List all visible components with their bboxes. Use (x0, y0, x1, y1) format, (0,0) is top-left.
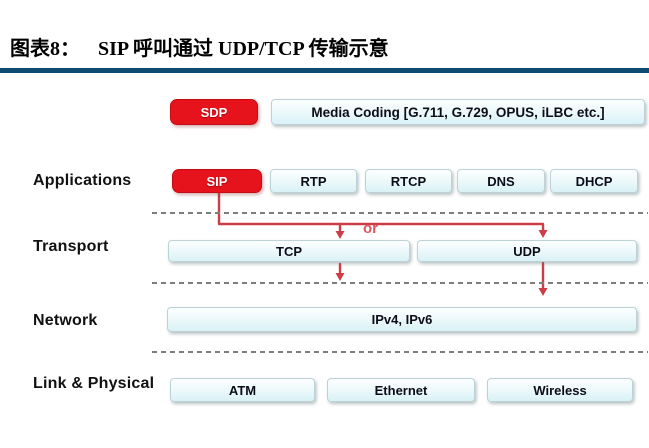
sdp-box: SDP (170, 99, 258, 125)
row-label-applications: Applications (33, 172, 132, 189)
dns-box: DNS (457, 169, 545, 193)
atm-box: ATM (170, 378, 315, 402)
figure-title-text: SIP 呼叫通过 UDP/TCP 传输示意 (98, 38, 389, 60)
figure-number: 图表8： (10, 38, 80, 60)
ethernet-box: Ethernet (327, 378, 475, 402)
udp-box: UDP (417, 240, 637, 262)
layer-divider-1 (152, 212, 648, 214)
row-label-transport: Transport (33, 238, 109, 255)
figure-caption: 图表8： SIP 呼叫通过 UDP/TCP 传输示意 (10, 32, 389, 61)
sip-box: SIP (172, 169, 262, 193)
row-label-link-physical: Link & Physical (33, 375, 155, 392)
dhcp-box: DHCP (550, 169, 638, 193)
layer-divider-2 (152, 282, 648, 284)
wireless-box: Wireless (487, 378, 633, 402)
rtcp-box: RTCP (365, 169, 452, 193)
or-label: or (363, 220, 378, 237)
media-coding-box: Media Coding [G.711, G.729, OPUS, iLBC e… (271, 99, 645, 125)
ip-box: IPv4, IPv6 (167, 307, 637, 332)
layer-divider-3 (152, 351, 648, 353)
title-divider (0, 68, 649, 73)
row-label-network: Network (33, 312, 98, 329)
rtp-box: RTP (270, 169, 357, 193)
tcp-box: TCP (168, 240, 410, 262)
